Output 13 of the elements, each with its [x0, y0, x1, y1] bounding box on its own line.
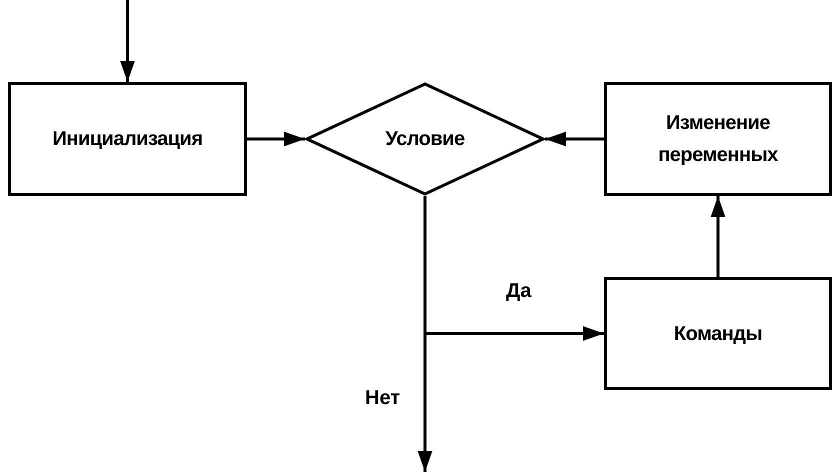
node-label: Команды [672, 322, 764, 346]
arrow [710, 196, 726, 277]
arrow [247, 132, 305, 146]
process-box [604, 82, 832, 196]
process-box [604, 277, 832, 390]
node-label: Условие [384, 127, 466, 152]
arrow [418, 196, 432, 472]
node-label: Изменение переменных [657, 111, 779, 168]
arrow [120, 0, 135, 82]
process-box [8, 82, 247, 196]
decision-diamond [305, 82, 545, 196]
arrow [545, 132, 604, 146]
node-label: Инициализация [51, 127, 204, 152]
